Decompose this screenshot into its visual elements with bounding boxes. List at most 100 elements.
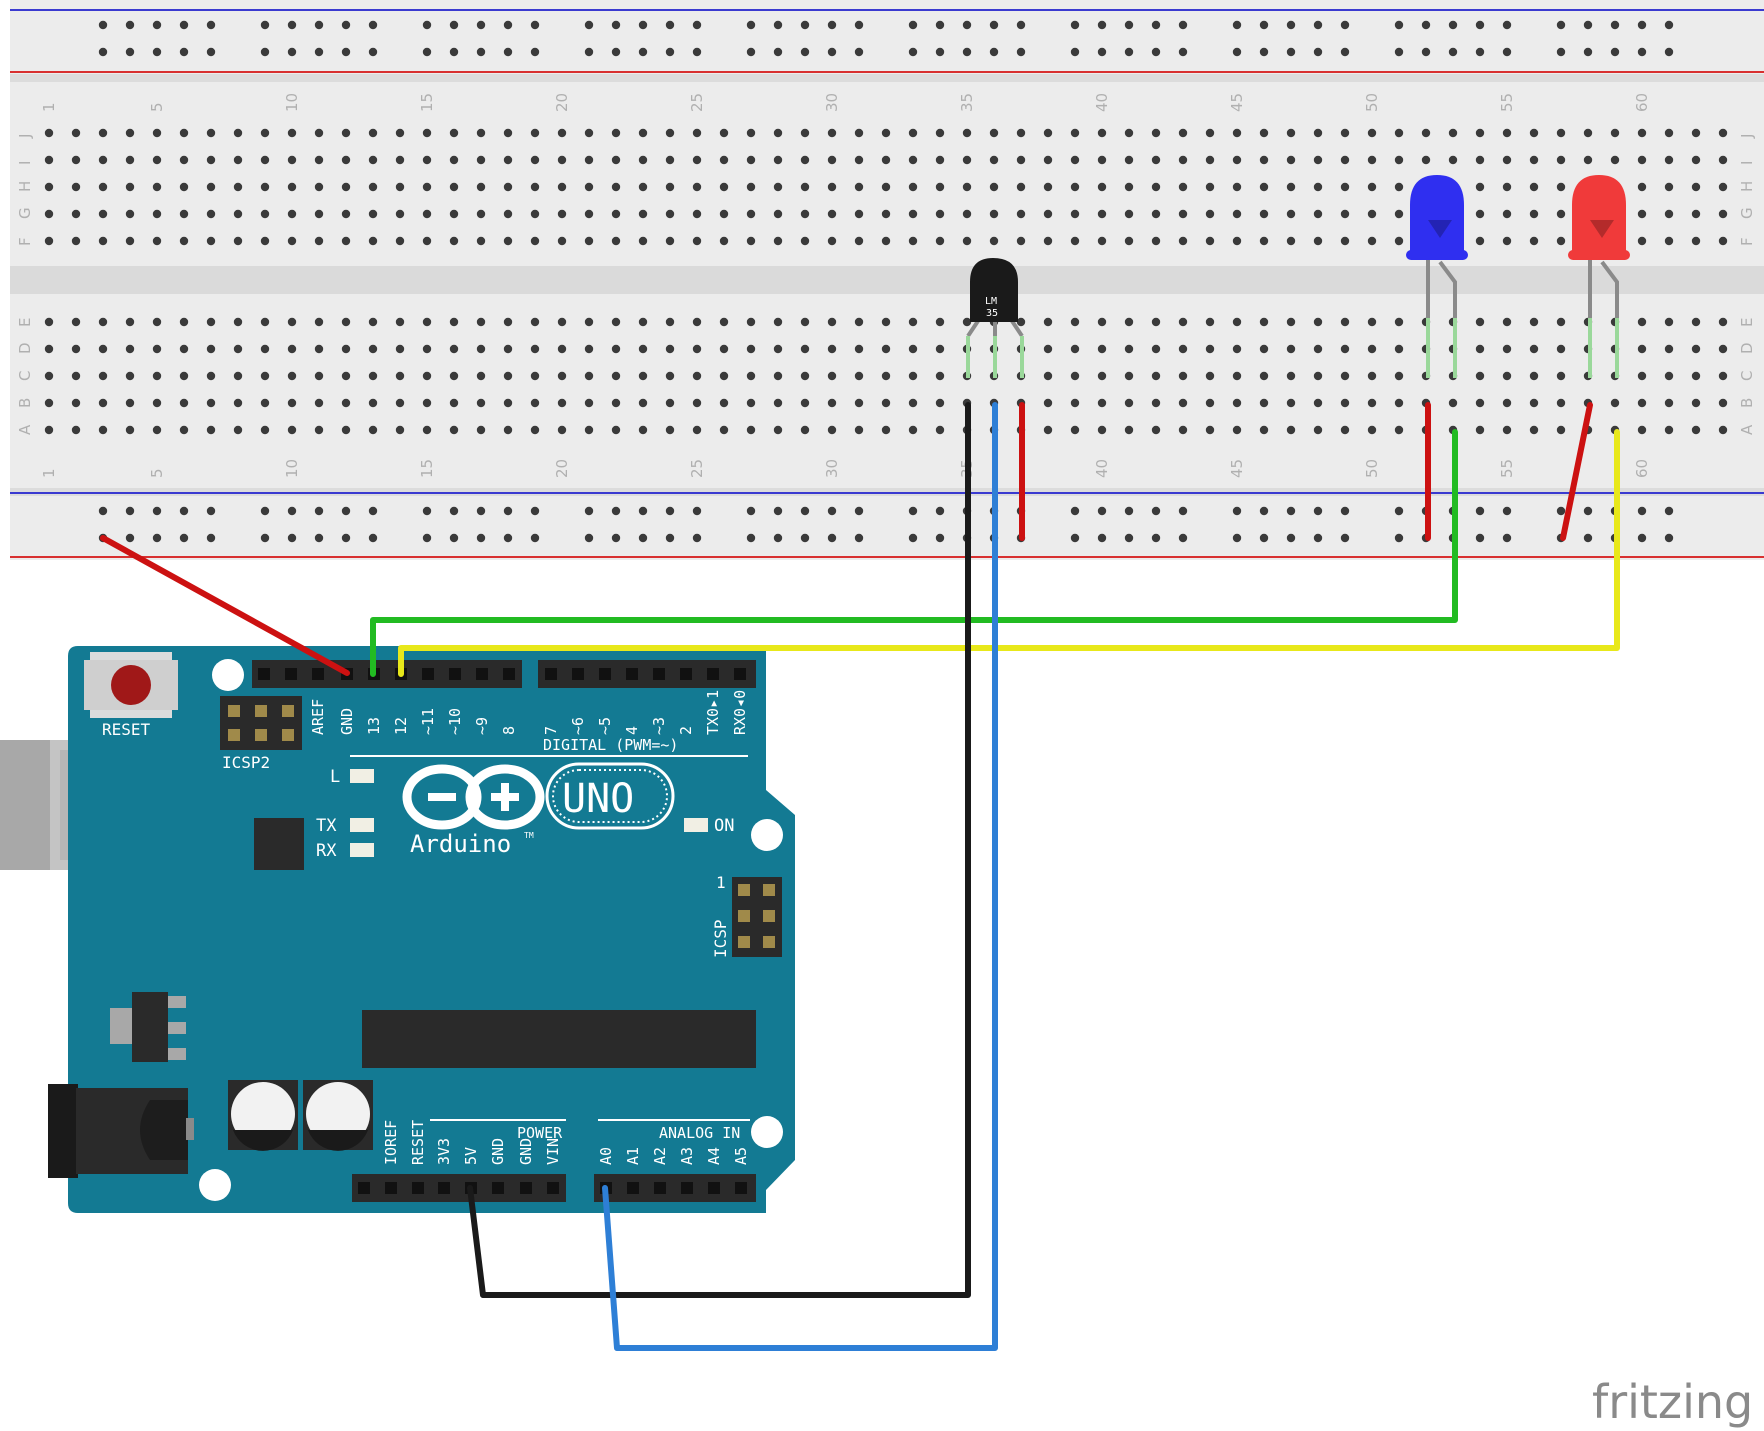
breadboard-hole[interactable] <box>152 209 162 219</box>
breadboard-hole[interactable] <box>503 371 513 381</box>
rail-hole[interactable] <box>1070 20 1080 30</box>
breadboard-hole[interactable] <box>1691 398 1701 408</box>
breadboard-hole[interactable] <box>449 155 459 165</box>
rail-hole[interactable] <box>449 533 459 543</box>
breadboard-hole[interactable] <box>422 182 432 192</box>
rail-hole[interactable] <box>503 506 513 516</box>
breadboard-hole[interactable] <box>908 236 918 246</box>
breadboard-hole[interactable] <box>1124 371 1134 381</box>
breadboard-hole[interactable] <box>1394 425 1404 435</box>
rail-hole[interactable] <box>827 506 837 516</box>
breadboard-hole[interactable] <box>71 155 81 165</box>
rail-hole[interactable] <box>611 506 621 516</box>
breadboard-hole[interactable] <box>800 371 810 381</box>
rail-hole[interactable] <box>98 506 108 516</box>
breadboard-hole[interactable] <box>854 155 864 165</box>
breadboard-hole[interactable] <box>287 128 297 138</box>
breadboard-hole[interactable] <box>1124 209 1134 219</box>
breadboard-hole[interactable] <box>746 182 756 192</box>
breadboard-hole[interactable] <box>44 425 54 435</box>
breadboard-hole[interactable] <box>773 236 783 246</box>
breadboard-hole[interactable] <box>125 155 135 165</box>
breadboard-hole[interactable] <box>1043 371 1053 381</box>
breadboard-hole[interactable] <box>881 317 891 327</box>
breadboard-hole[interactable] <box>692 128 702 138</box>
breadboard-hole[interactable] <box>179 155 189 165</box>
breadboard-hole[interactable] <box>1718 128 1728 138</box>
rail-hole[interactable] <box>692 533 702 543</box>
breadboard-hole[interactable] <box>341 425 351 435</box>
breadboard-hole[interactable] <box>1097 317 1107 327</box>
breadboard-hole[interactable] <box>530 317 540 327</box>
breadboard-hole[interactable] <box>773 344 783 354</box>
breadboard-hole[interactable] <box>1394 344 1404 354</box>
breadboard-hole[interactable] <box>368 236 378 246</box>
breadboard-hole[interactable] <box>476 209 486 219</box>
breadboard-hole[interactable] <box>125 371 135 381</box>
breadboard-hole[interactable] <box>206 182 216 192</box>
breadboard-hole[interactable] <box>746 128 756 138</box>
rail-hole[interactable] <box>935 533 945 543</box>
breadboard-hole[interactable] <box>1394 371 1404 381</box>
rail-hole[interactable] <box>1448 47 1458 57</box>
breadboard-hole[interactable] <box>1637 398 1647 408</box>
breadboard-hole[interactable] <box>1421 155 1431 165</box>
breadboard-hole[interactable] <box>1151 425 1161 435</box>
breadboard-hole[interactable] <box>1529 182 1539 192</box>
breadboard-hole[interactable] <box>638 236 648 246</box>
breadboard-hole[interactable] <box>665 182 675 192</box>
breadboard-hole[interactable] <box>800 209 810 219</box>
rail-hole[interactable] <box>854 47 864 57</box>
breadboard-hole[interactable] <box>449 317 459 327</box>
breadboard-hole[interactable] <box>935 425 945 435</box>
breadboard-hole[interactable] <box>314 317 324 327</box>
breadboard-hole[interactable] <box>206 317 216 327</box>
breadboard-hole[interactable] <box>503 344 513 354</box>
breadboard-hole[interactable] <box>1556 209 1566 219</box>
rail-hole[interactable] <box>1475 47 1485 57</box>
breadboard-hole[interactable] <box>1529 155 1539 165</box>
breadboard-hole[interactable] <box>1070 236 1080 246</box>
rail-hole[interactable] <box>827 533 837 543</box>
breadboard-hole[interactable] <box>827 155 837 165</box>
breadboard-hole[interactable] <box>368 128 378 138</box>
breadboard-hole[interactable] <box>1313 425 1323 435</box>
breadboard-hole[interactable] <box>530 182 540 192</box>
breadboard-hole[interactable] <box>206 425 216 435</box>
breadboard-hole[interactable] <box>503 398 513 408</box>
breadboard-hole[interactable] <box>719 371 729 381</box>
breadboard-hole[interactable] <box>1313 317 1323 327</box>
breadboard-hole[interactable] <box>1502 371 1512 381</box>
breadboard-hole[interactable] <box>98 317 108 327</box>
rail-hole[interactable] <box>1286 47 1296 57</box>
rail-hole[interactable] <box>1232 533 1242 543</box>
breadboard-hole[interactable] <box>962 128 972 138</box>
breadboard-hole[interactable] <box>476 155 486 165</box>
rail-hole[interactable] <box>260 506 270 516</box>
breadboard-hole[interactable] <box>1610 128 1620 138</box>
breadboard-hole[interactable] <box>1367 344 1377 354</box>
breadboard-hole[interactable] <box>854 128 864 138</box>
breadboard-hole[interactable] <box>935 128 945 138</box>
breadboard-hole[interactable] <box>314 128 324 138</box>
breadboard-hole[interactable] <box>800 317 810 327</box>
breadboard-hole[interactable] <box>1367 209 1377 219</box>
breadboard-hole[interactable] <box>530 155 540 165</box>
breadboard-hole[interactable] <box>1421 128 1431 138</box>
rail-hole[interactable] <box>179 533 189 543</box>
breadboard-hole[interactable] <box>611 155 621 165</box>
breadboard-hole[interactable] <box>719 317 729 327</box>
breadboard-hole[interactable] <box>854 317 864 327</box>
breadboard-hole[interactable] <box>368 155 378 165</box>
rail-hole[interactable] <box>1124 20 1134 30</box>
breadboard-hole[interactable] <box>449 371 459 381</box>
breadboard-hole[interactable] <box>1070 128 1080 138</box>
breadboard-hole[interactable] <box>557 371 567 381</box>
breadboard-hole[interactable] <box>584 236 594 246</box>
breadboard-hole[interactable] <box>1178 209 1188 219</box>
rail-hole[interactable] <box>935 20 945 30</box>
breadboard-hole[interactable] <box>719 182 729 192</box>
breadboard-hole[interactable] <box>1286 371 1296 381</box>
breadboard-hole[interactable] <box>287 182 297 192</box>
rail-hole[interactable] <box>692 47 702 57</box>
